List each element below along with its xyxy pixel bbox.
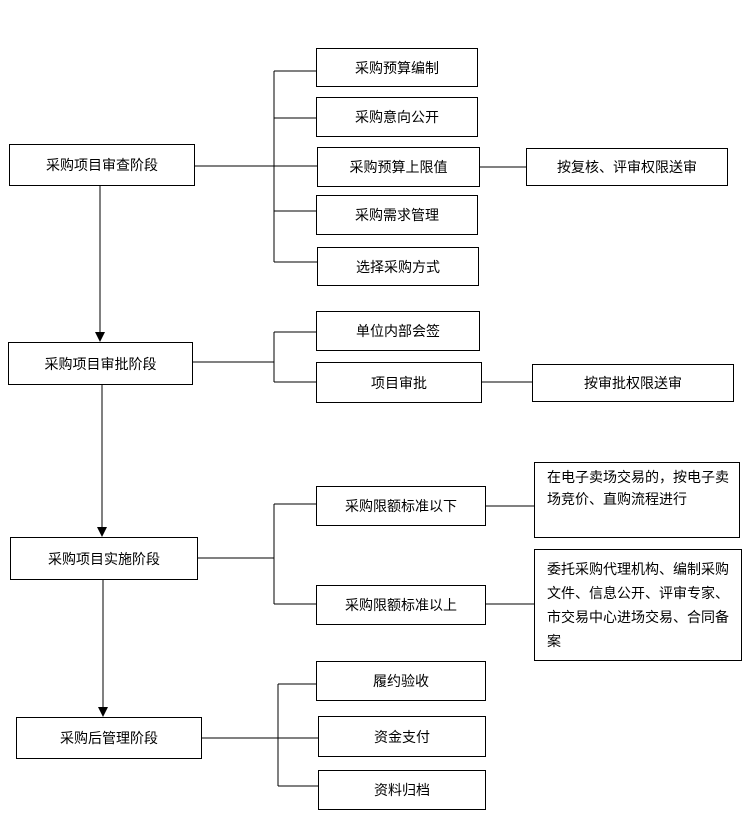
note-review-authority: 按复核、评审权限送审 — [526, 148, 728, 186]
step-budget-limit: 采购预算上限值 — [317, 147, 480, 187]
step-internal-signoff: 单位内部会签 — [316, 311, 480, 351]
stage-review: 采购项目审查阶段 — [9, 144, 195, 186]
step-archiving: 资料归档 — [318, 770, 486, 810]
step-payment: 资金支付 — [318, 716, 486, 757]
note-above-limit: 委托采购代理机构、编制采购文件、信息公开、评审专家、市交易中心进场交易、合同备案 — [534, 549, 742, 661]
step-choose-method: 选择采购方式 — [317, 247, 479, 286]
step-intent-disclosure: 采购意向公开 — [316, 97, 478, 137]
note-approval-authority: 按审批权限送审 — [532, 364, 734, 402]
stage-implementation: 采购项目实施阶段 — [10, 537, 198, 580]
step-budget-preparation: 采购预算编制 — [316, 48, 478, 87]
stage-post-management: 采购后管理阶段 — [16, 717, 202, 759]
step-project-approval: 项目审批 — [316, 362, 482, 403]
note-below-limit: 在电子卖场交易的，按电子卖场竞价、直购流程进行 — [534, 462, 740, 538]
step-needs-management: 采购需求管理 — [316, 195, 478, 235]
step-below-limit: 采购限额标准以下 — [316, 486, 486, 526]
step-above-limit: 采购限额标准以上 — [316, 585, 486, 625]
step-acceptance: 履约验收 — [316, 661, 486, 701]
stage-approval: 采购项目审批阶段 — [8, 342, 193, 385]
